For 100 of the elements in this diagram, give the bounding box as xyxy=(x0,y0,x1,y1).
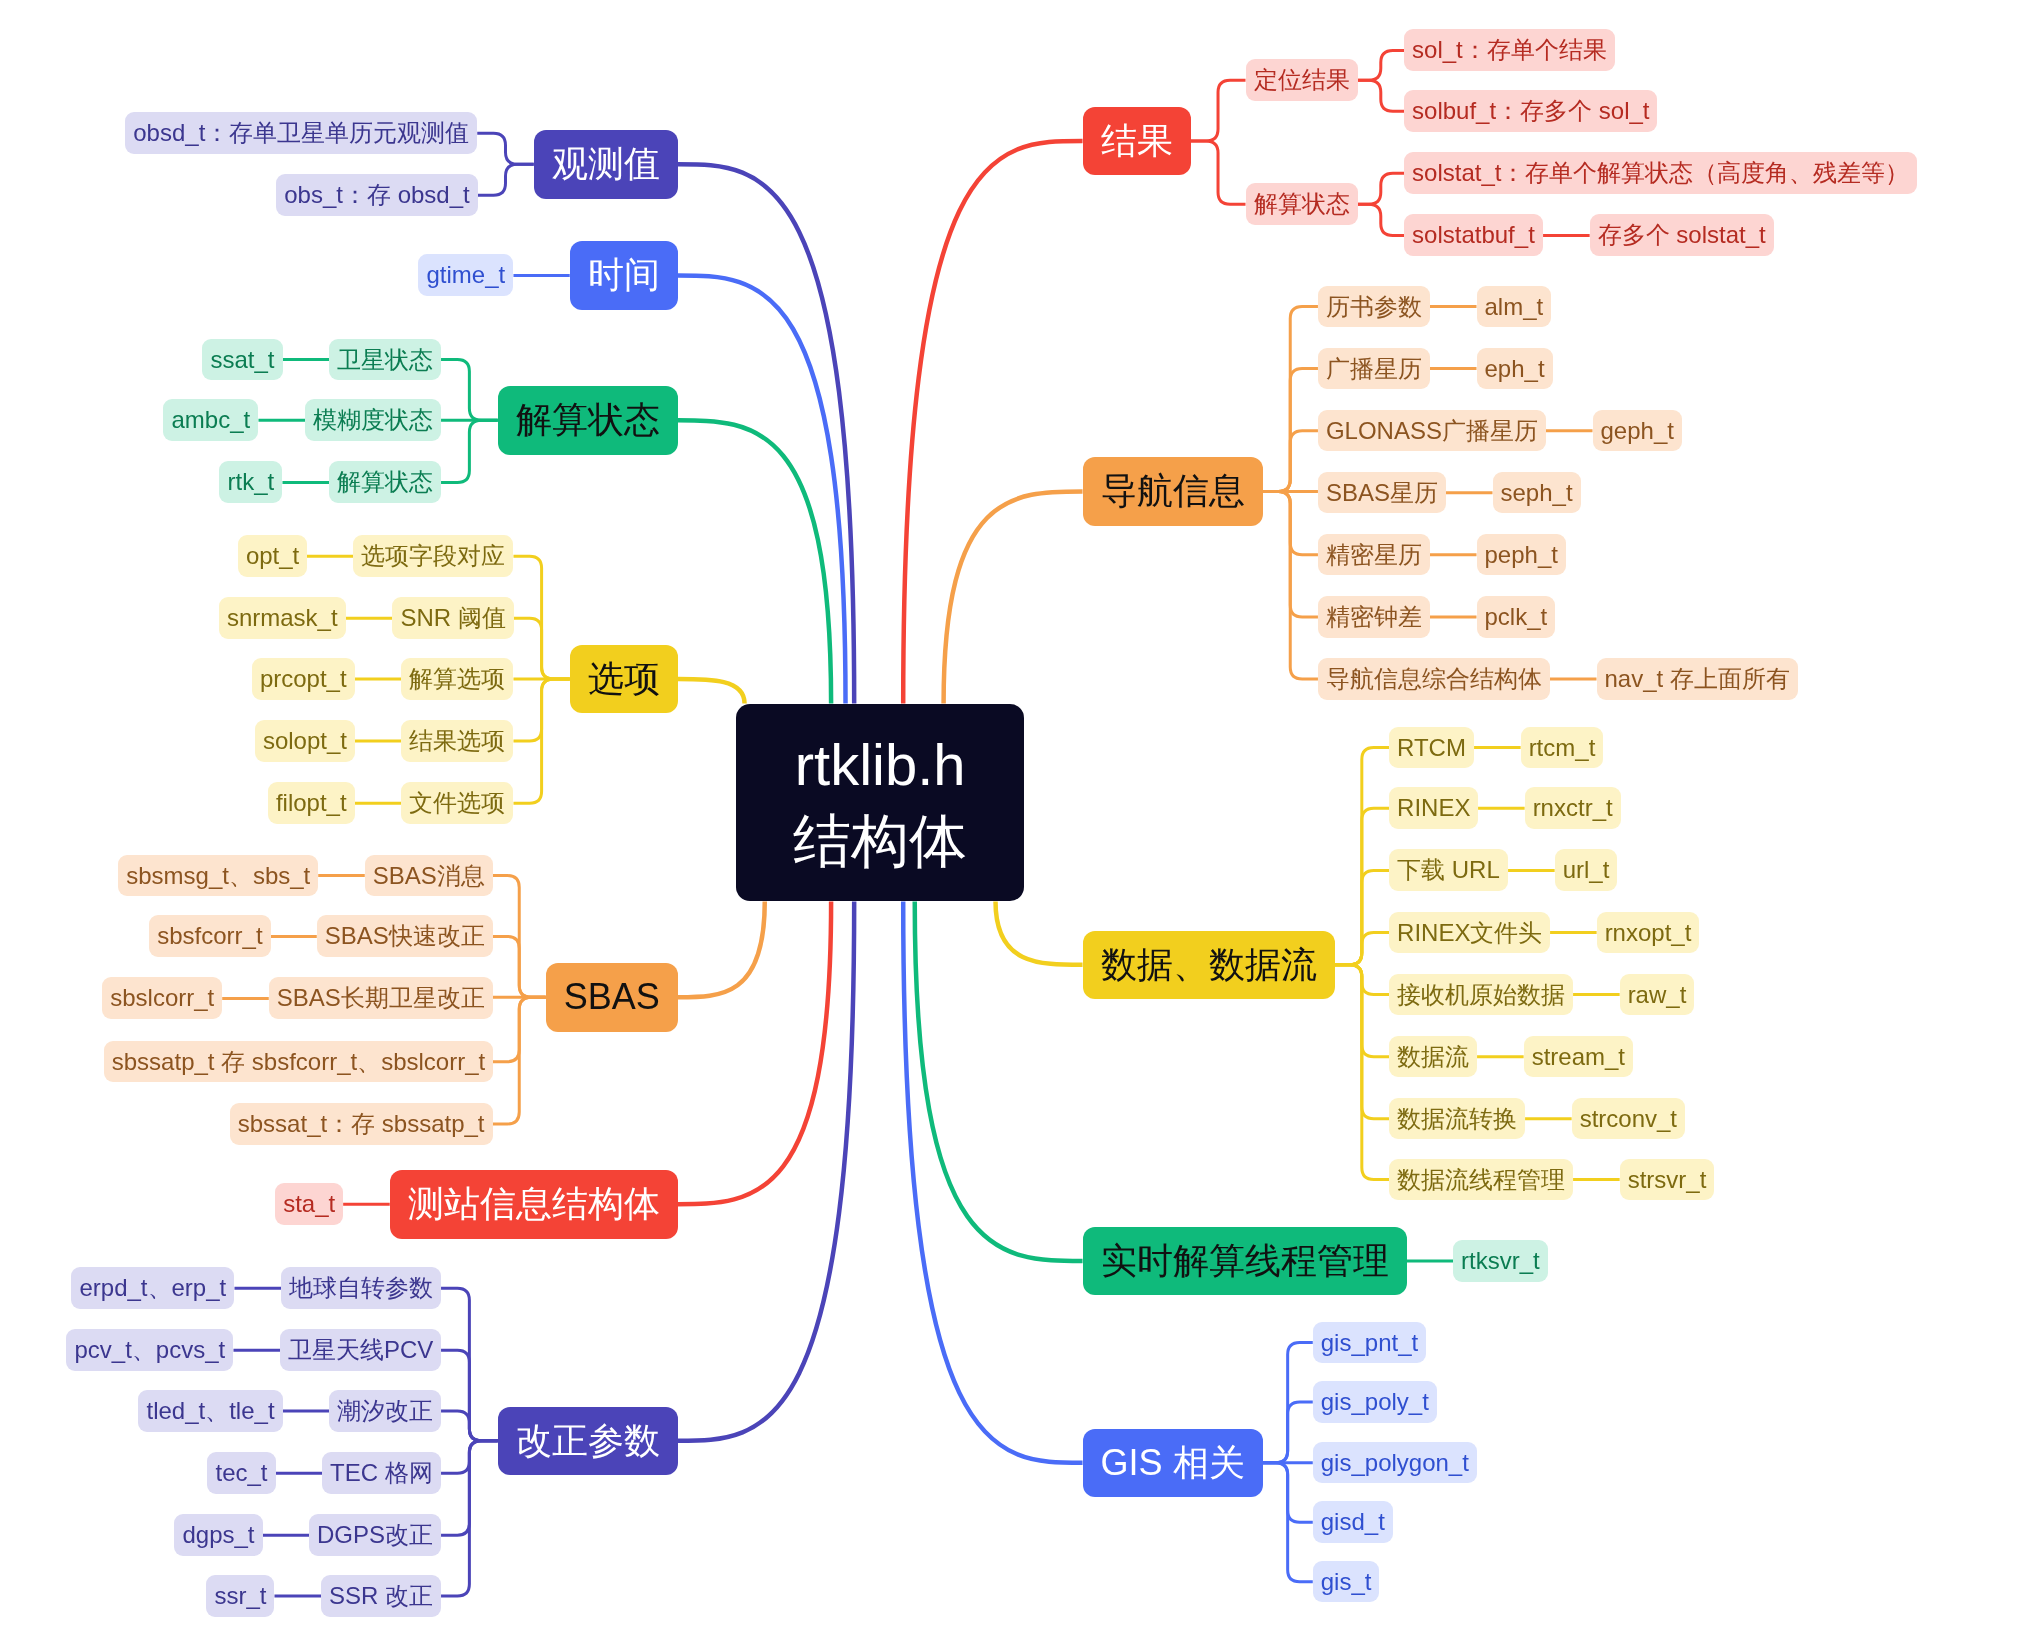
branch-line xyxy=(275,1471,323,1475)
topic-label: sol_t：存单个结果 xyxy=(1412,35,1607,66)
topic-label: rtksvr_t xyxy=(1461,1246,1540,1277)
topic-label: gtime_t xyxy=(426,260,506,291)
subtopic-box xyxy=(392,597,514,639)
topic-label: sbslcorr_t xyxy=(110,983,215,1014)
topic-label: 解算状态 xyxy=(515,398,660,443)
branch-line xyxy=(345,616,393,620)
subtopic-box xyxy=(418,254,514,297)
topic-label: pcv_t、pcvs_t xyxy=(74,1335,226,1366)
topic-label: 观测值 xyxy=(551,142,660,187)
topic-label: 模糊度状态 xyxy=(313,405,434,436)
topic-label: 实时解算线程管理 xyxy=(1100,1239,1389,1284)
branch-line xyxy=(354,801,402,805)
topic-label: 下载 URL xyxy=(1397,855,1500,886)
topic-label: 解算状态 xyxy=(1253,189,1350,220)
branch-line xyxy=(306,554,354,558)
subtopic-box xyxy=(364,854,493,897)
subtopic-box xyxy=(309,1514,442,1556)
subtopic-box xyxy=(1404,29,1615,72)
topic-label: erpd_t、erp_t xyxy=(79,1273,227,1304)
branch-line xyxy=(343,1202,390,1206)
topic-label: SBAS星历 xyxy=(1325,477,1438,508)
subtopic-box xyxy=(1476,285,1552,328)
topic-label: pclk_t xyxy=(1484,601,1548,632)
branch-line xyxy=(274,1594,322,1598)
subtopic-box xyxy=(321,1575,442,1617)
subtopic-box xyxy=(281,1267,442,1309)
subtopic-box xyxy=(401,720,514,762)
branch-line xyxy=(1357,202,1405,237)
subtopic-box xyxy=(102,977,223,1020)
topic-label: sbssat_t：存 sbssatp_t xyxy=(237,1108,485,1139)
topic-label: 定位结果 xyxy=(1253,65,1350,96)
topic-label: rnxctr_t xyxy=(1532,793,1613,824)
subtopic-box xyxy=(1476,347,1553,390)
central-topic-box xyxy=(735,703,1025,902)
subtopic-box xyxy=(1312,1321,1427,1364)
topic-label: sbssatp_t 存 sbsfcorr_t、sbslcorr_t xyxy=(111,1046,486,1077)
subtopic-box xyxy=(103,1040,494,1083)
topic-label: 导航信息综合结构体 xyxy=(1325,664,1542,694)
subtopic-box xyxy=(1404,214,1543,256)
topic-label: 测站信息结构体 xyxy=(407,1182,660,1227)
subtopic-box xyxy=(1476,595,1556,638)
topic-label: rtklib.h xyxy=(794,731,966,800)
topic-label: stream_t xyxy=(1531,1041,1625,1072)
branch-line xyxy=(900,901,1083,1466)
topic-label: solbuf_t：存多个 sol_t xyxy=(1412,96,1650,127)
subtopic-box xyxy=(1317,347,1430,390)
subtopic-box xyxy=(275,1183,344,1225)
topic-label: 时间 xyxy=(587,253,660,298)
subtopic-box xyxy=(1389,726,1474,769)
branch-line xyxy=(677,901,857,1444)
branch-topic-box xyxy=(533,130,678,199)
topic-label: 精密钟差 xyxy=(1325,601,1422,632)
topic-label: nav_t 存上面所有 xyxy=(1604,664,1790,694)
branch-line xyxy=(1478,806,1525,810)
branch-line xyxy=(1445,491,1493,495)
topic-label: SBAS xyxy=(563,975,660,1020)
topic-label: SBAS消息 xyxy=(372,860,485,891)
subtopic-box xyxy=(1596,658,1798,700)
branch-line xyxy=(1545,429,1593,433)
topic-label: 历书参数 xyxy=(1325,291,1422,322)
subtopic-box xyxy=(138,1390,283,1432)
subtopic-box xyxy=(1317,471,1446,514)
subtopic-box xyxy=(1312,1381,1437,1423)
subtopic-box xyxy=(66,1329,234,1371)
topic-label: 改正参数 xyxy=(515,1418,660,1463)
branch-line xyxy=(318,874,365,878)
branch-line xyxy=(1549,677,1597,681)
subtopic-box xyxy=(1619,973,1695,1016)
topic-label: rtcm_t xyxy=(1528,732,1596,763)
branch-line xyxy=(1573,1178,1620,1182)
subtopic-box xyxy=(305,399,442,441)
subtopic-box xyxy=(163,399,259,441)
subtopic-box xyxy=(1389,787,1479,829)
subtopic-box xyxy=(1524,787,1621,829)
topic-label: gis_pnt_t xyxy=(1320,1327,1419,1358)
branch-line xyxy=(222,997,269,1000)
topic-label: solstat_t：存单个解算状态（高度角、残差等） xyxy=(1412,158,1910,189)
topic-label: gis_poly_t xyxy=(1320,1387,1429,1417)
branch-line xyxy=(233,1348,281,1352)
subtopic-box xyxy=(1592,409,1682,452)
subtopic-box xyxy=(1554,849,1618,891)
subtopic-box xyxy=(1389,1158,1574,1201)
branch-line xyxy=(1406,1259,1454,1263)
subtopic-box xyxy=(1389,849,1508,891)
topic-label: RTCM xyxy=(1397,732,1466,763)
topic-label: SBAS快速改正 xyxy=(324,921,485,952)
subtopic-box xyxy=(1596,911,1700,954)
branch-line xyxy=(282,358,330,362)
topic-label: 解算状态 xyxy=(337,467,434,498)
branch-line xyxy=(1477,1055,1524,1059)
branch-line xyxy=(354,677,402,681)
subtopic-box xyxy=(206,1575,275,1617)
subtopic-box xyxy=(401,658,514,700)
subtopic-box xyxy=(149,915,271,957)
branch-line xyxy=(677,418,834,704)
branch-line xyxy=(1525,1117,1572,1121)
subtopic-box xyxy=(202,338,283,381)
subtopic-box xyxy=(229,1102,493,1145)
